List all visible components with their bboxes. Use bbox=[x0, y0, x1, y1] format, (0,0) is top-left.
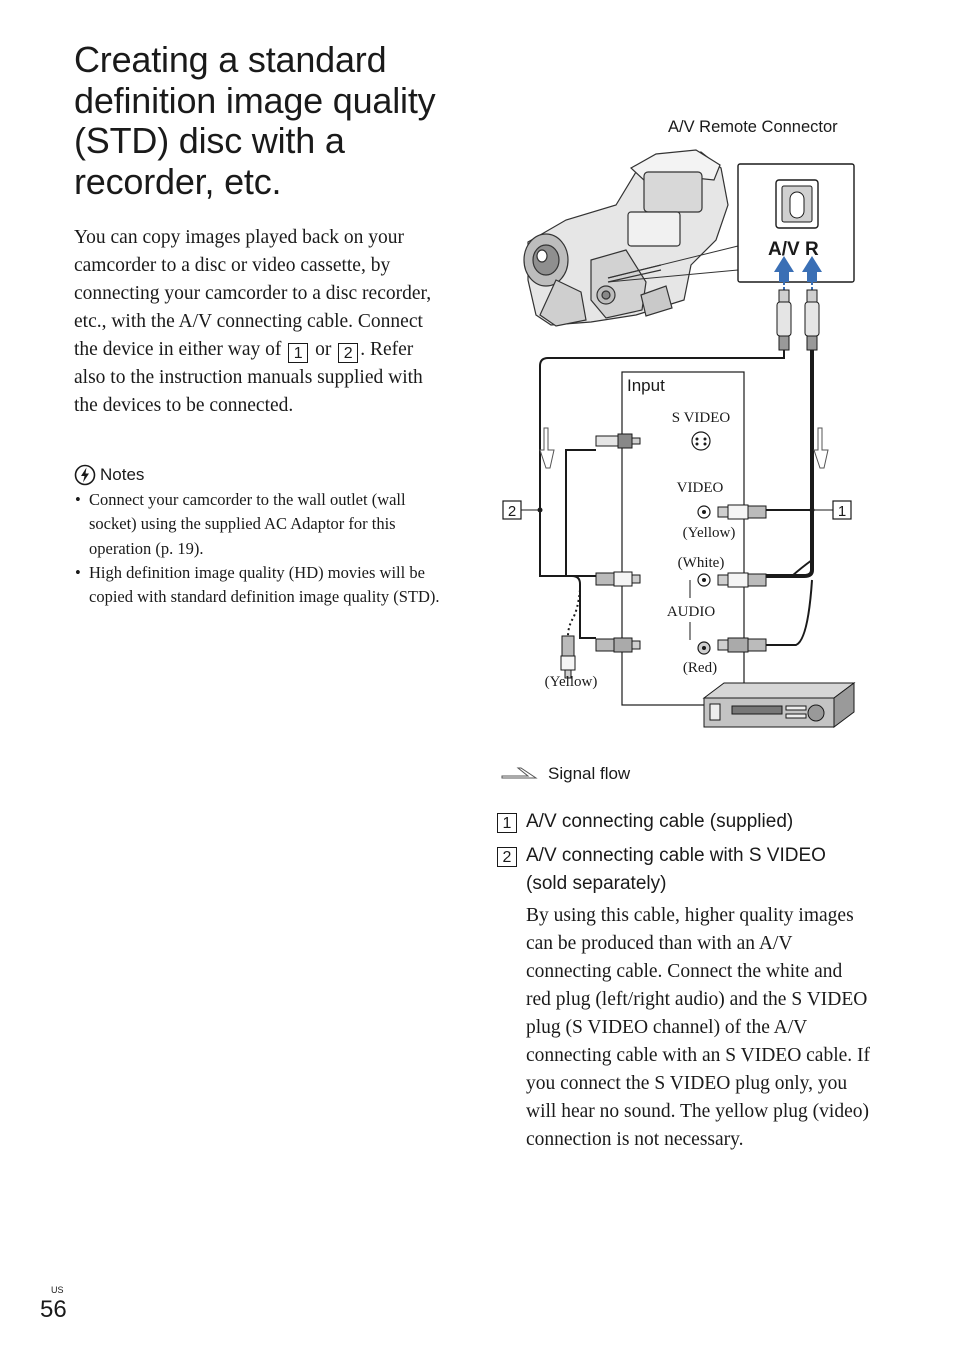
plug-yellow-label: (Yellow) bbox=[545, 674, 598, 690]
legend-item-2: 2 A/V connecting cable with S VIDEO (sol… bbox=[497, 842, 877, 898]
cable-legend: 1 A/V connecting cable (supplied) 2 A/V … bbox=[497, 808, 877, 1154]
page-region-code: US bbox=[51, 1285, 64, 1295]
intro-text-after: . Refer also to the instruction manuals … bbox=[74, 339, 423, 416]
camcorder-illustration bbox=[523, 149, 729, 327]
page-number: 56 bbox=[40, 1296, 67, 1323]
connector-leader-line bbox=[607, 245, 739, 279]
unused-yellow-plug bbox=[560, 635, 576, 679]
white-label: (White) bbox=[678, 555, 725, 571]
page-title: Creating a standard definition image qua… bbox=[74, 39, 436, 202]
av-remote-plug bbox=[776, 289, 820, 351]
video-jack-icon bbox=[697, 505, 711, 519]
cable-1 bbox=[766, 350, 814, 578]
legend-label: A/V connecting cable (supplied) bbox=[526, 811, 794, 832]
connector-leader-line bbox=[607, 269, 739, 283]
legend-description: By using this cable, higher quality imag… bbox=[526, 905, 871, 1150]
red-label: (Red) bbox=[683, 660, 717, 676]
legend-number: 1 bbox=[497, 813, 517, 833]
audio-white-jack-icon bbox=[697, 573, 711, 587]
signal-flow-arrow-right bbox=[813, 427, 829, 469]
av-remote-connector-label: A/V Remote Connector bbox=[668, 118, 838, 136]
cable-2 bbox=[539, 350, 785, 577]
svideo-label: S VIDEO bbox=[672, 410, 731, 426]
intro-or: or bbox=[310, 339, 337, 360]
note-item: High definition image quality (HD) movie… bbox=[74, 561, 454, 610]
marker-2-label: 2 bbox=[508, 503, 516, 520]
av-r-jack-label: A/V R bbox=[768, 239, 819, 260]
inline-number-2: 2 bbox=[338, 343, 359, 363]
svideo-jack-icon bbox=[691, 431, 711, 451]
rca-plugs-cable-2 bbox=[595, 571, 641, 653]
signal-flow-arrow-left bbox=[539, 427, 555, 469]
recorder-device-illustration bbox=[702, 682, 856, 728]
legend-item-1: 1 A/V connecting cable (supplied) bbox=[497, 808, 877, 836]
signal-flow-label: Signal flow bbox=[548, 764, 631, 783]
connection-diagram: A/V Remote Connector A/V R bbox=[501, 118, 856, 783]
notes-lightning-icon bbox=[74, 464, 96, 486]
intro-paragraph: You can copy images played back on your … bbox=[74, 224, 446, 420]
connection-arrows-icon bbox=[774, 256, 822, 282]
legend-number: 2 bbox=[497, 847, 517, 867]
notes-heading-label: Notes bbox=[100, 465, 145, 484]
rca-plugs-cable-1 bbox=[717, 504, 767, 653]
marker-1-label: 1 bbox=[838, 503, 846, 520]
video-yellow-label: (Yellow) bbox=[683, 525, 736, 541]
audio-label: AUDIO bbox=[667, 604, 715, 620]
inline-number-1: 1 bbox=[288, 343, 309, 363]
intro-text-before: You can copy images played back on your … bbox=[74, 227, 432, 360]
notes-heading: Notes bbox=[74, 464, 144, 486]
legend-label: A/V connecting cable with S VIDEO (sold … bbox=[526, 845, 826, 894]
signal-flow-legend-icon bbox=[501, 767, 538, 779]
audio-red-jack-icon bbox=[697, 641, 711, 655]
video-label: VIDEO bbox=[677, 480, 724, 496]
svideo-plug bbox=[595, 433, 641, 449]
note-item: Connect your camcorder to the wall outle… bbox=[74, 488, 454, 561]
input-label: Input bbox=[627, 376, 665, 395]
notes-list: Connect your camcorder to the wall outle… bbox=[74, 488, 454, 609]
